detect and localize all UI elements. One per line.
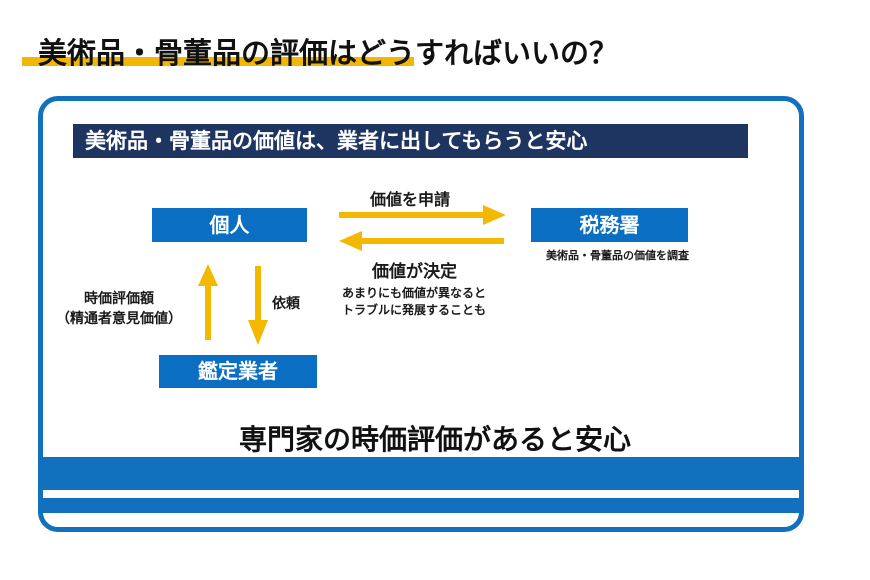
conclusion-text: 専門家の時価評価があると安心 — [238, 423, 631, 456]
decide-label: 価値が決定 — [372, 262, 457, 282]
arrow-left-icon — [339, 231, 504, 251]
arrow-up-icon — [198, 264, 218, 340]
node-tax-office: 税務署 — [531, 208, 688, 242]
appraisal-line-2: （精通者意見価値） — [56, 311, 182, 327]
banner-heading: 美術品・骨董品の価値は、業者に出してもらうと安心 — [73, 124, 748, 158]
warning-note: あまりにも価値が異なると トラブルに発展することも — [342, 285, 486, 319]
page-title: 美術品・骨董品の評価はどうすればいいの？ — [38, 36, 619, 70]
appraisal-line-1: 時価評価額 — [84, 291, 154, 307]
decorative-stripe-wide — [43, 457, 799, 490]
request-label: 依頼 — [272, 296, 300, 312]
warning-line-2: トラブルに発展することも — [342, 303, 487, 317]
warning-line-1: あまりにも価値が異なると — [342, 286, 487, 300]
node-appraiser: 鑑定業者 — [159, 355, 317, 388]
arrow-down-icon — [248, 266, 268, 345]
tax-office-note: 美術品・骨董品の価値を調査 — [546, 249, 689, 262]
appraisal-value-label: 時価評価額 （精通者意見価値） — [56, 289, 182, 329]
title-underline — [22, 57, 414, 66]
apply-label: 価値を申請 — [370, 190, 451, 209]
arrow-right-icon — [339, 205, 506, 225]
node-individual: 個人 — [152, 208, 307, 242]
decorative-stripe-narrow — [43, 498, 799, 513]
